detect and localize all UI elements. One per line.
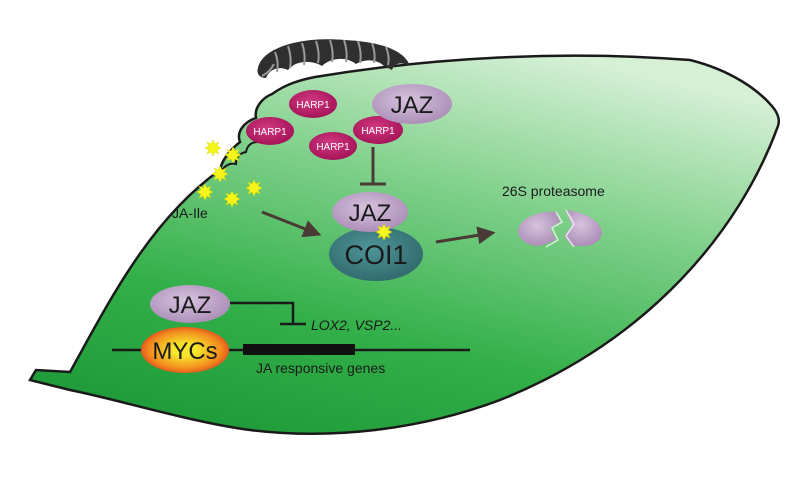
gene-block [243, 344, 355, 355]
coi1-protein: COI1 [329, 227, 423, 281]
arrow-to-proteasome [435, 226, 496, 245]
ja-ile-star [204, 139, 222, 157]
mycs-protein: MYCs [141, 327, 229, 373]
ja-ile-molecules [196, 139, 263, 208]
ja-ile-star [196, 183, 214, 201]
svg-text:JAZ: JAZ [169, 292, 212, 319]
ja-ile-label: JA-Ile [172, 205, 208, 221]
harp1-protein-3: HARP1 [309, 132, 357, 160]
jaz-protein-bottom: JAZ [150, 285, 230, 323]
ja-ile-star [224, 146, 242, 164]
harp1-protein-4: HARP1 [353, 116, 403, 144]
svg-text:JAZ: JAZ [349, 200, 392, 227]
svg-text:COI1: COI1 [344, 240, 407, 270]
target-genes-label: LOX2, VSP2... [311, 317, 402, 333]
svg-text:HARP1: HARP1 [253, 127, 287, 138]
svg-text:JAZ: JAZ [391, 92, 434, 119]
svg-text:HARP1: HARP1 [316, 142, 350, 153]
ja-ile-star [223, 190, 241, 208]
harp1-protein-2: HARP1 [246, 117, 294, 145]
svg-text:HARP1: HARP1 [296, 100, 330, 111]
degraded-jaz-fragments [518, 209, 602, 248]
ja-responsive-genes-label: JA responsive genes [256, 360, 385, 376]
ja-ile-star [245, 179, 263, 197]
ja-ile-star [211, 165, 229, 183]
inhibition-harp1-to-jaz [360, 147, 386, 186]
inhibition-jaz-to-genes [230, 301, 306, 326]
arrow-ja-ile-to-coi1 [261, 210, 322, 238]
harp1-protein-1: HARP1 [289, 90, 337, 118]
jaz-protein-middle: JAZ [332, 192, 408, 232]
svg-text:HARP1: HARP1 [361, 126, 395, 137]
caterpillar-icon [257, 39, 410, 78]
proteasome-label: 26S proteasome [502, 183, 605, 199]
ja-ile-bound-star [375, 223, 393, 241]
svg-text:MYCs: MYCs [152, 338, 217, 365]
jaz-protein-top: JAZ [372, 84, 452, 124]
